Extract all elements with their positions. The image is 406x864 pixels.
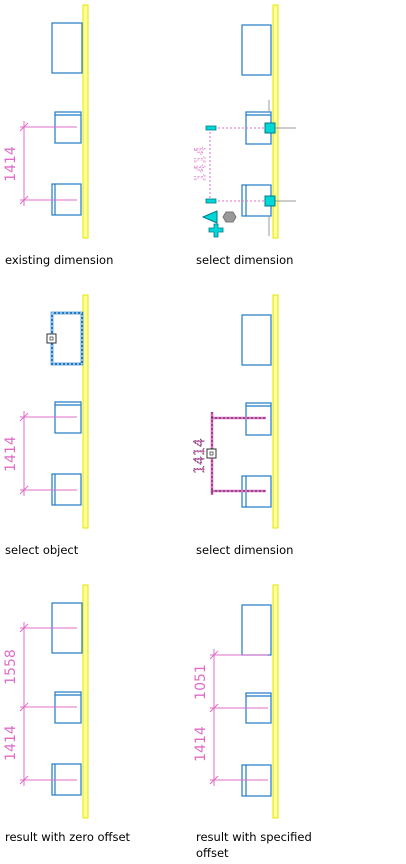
object-top bbox=[241, 314, 272, 366]
panel-select-object: 1414 select object bbox=[3, 294, 89, 557]
dimension-line bbox=[19, 121, 77, 206]
panel-select-dimension-grips: 1414 select dimension bbox=[193, 4, 296, 267]
wall bbox=[82, 4, 89, 239]
dimension-value-bottom: 1414 bbox=[3, 725, 19, 761]
wall bbox=[82, 294, 89, 529]
selected-dimension-line bbox=[209, 127, 266, 202]
dimension-value: 1414 bbox=[192, 438, 208, 474]
panel-existing-dimension: 1414 existing dimension bbox=[3, 4, 113, 267]
dimension-chain bbox=[19, 622, 77, 786]
wall bbox=[272, 4, 279, 239]
dimension-value: 1414 bbox=[3, 146, 19, 182]
panel-result-zero-offset: 1558 1414 result with zero offset bbox=[3, 584, 131, 844]
object-top bbox=[51, 22, 83, 74]
caption: select dimension bbox=[196, 253, 293, 267]
dimension-value-top: 1558 bbox=[3, 649, 19, 685]
selected-object-top[interactable] bbox=[46, 311, 84, 366]
caption-line-1: result with specified bbox=[196, 830, 312, 844]
object-grip[interactable] bbox=[46, 333, 57, 344]
dimension-chain bbox=[209, 649, 268, 786]
dimension-grip-inner bbox=[209, 451, 214, 456]
wall bbox=[272, 584, 279, 819]
dimension-value: 1414 bbox=[3, 436, 19, 472]
dimension-value-bottom: 1414 bbox=[193, 726, 209, 762]
caption: select object bbox=[5, 543, 79, 557]
object-top bbox=[241, 24, 272, 76]
wall bbox=[272, 294, 279, 529]
caption: existing dimension bbox=[5, 253, 113, 267]
grip-dash-bottom[interactable] bbox=[205, 198, 217, 204]
panel-select-dimension-selected: 1414 select dimension bbox=[192, 294, 293, 557]
caption: select dimension bbox=[196, 543, 293, 557]
panel-result-specified-offset: 1051 1414 result with specified offset bbox=[193, 584, 312, 860]
object-top bbox=[241, 604, 272, 656]
selected-dimension-line[interactable] bbox=[210, 412, 266, 495]
dimension-line bbox=[19, 411, 77, 496]
dimension-grip[interactable] bbox=[206, 448, 217, 459]
dimension-value: 1414 bbox=[193, 146, 209, 182]
grip-square-bottom[interactable] bbox=[264, 195, 276, 207]
grip-dash-top[interactable] bbox=[205, 125, 217, 131]
grip-square-top[interactable] bbox=[264, 122, 276, 134]
grip-hexagon[interactable] bbox=[222, 211, 237, 223]
wall bbox=[82, 584, 89, 819]
caption: result with zero offset bbox=[5, 830, 131, 844]
grip-triangle[interactable] bbox=[201, 210, 218, 224]
grip-plus[interactable] bbox=[208, 223, 224, 238]
caption-line-2: offset bbox=[196, 846, 229, 860]
dimension-value-top: 1051 bbox=[193, 664, 209, 700]
